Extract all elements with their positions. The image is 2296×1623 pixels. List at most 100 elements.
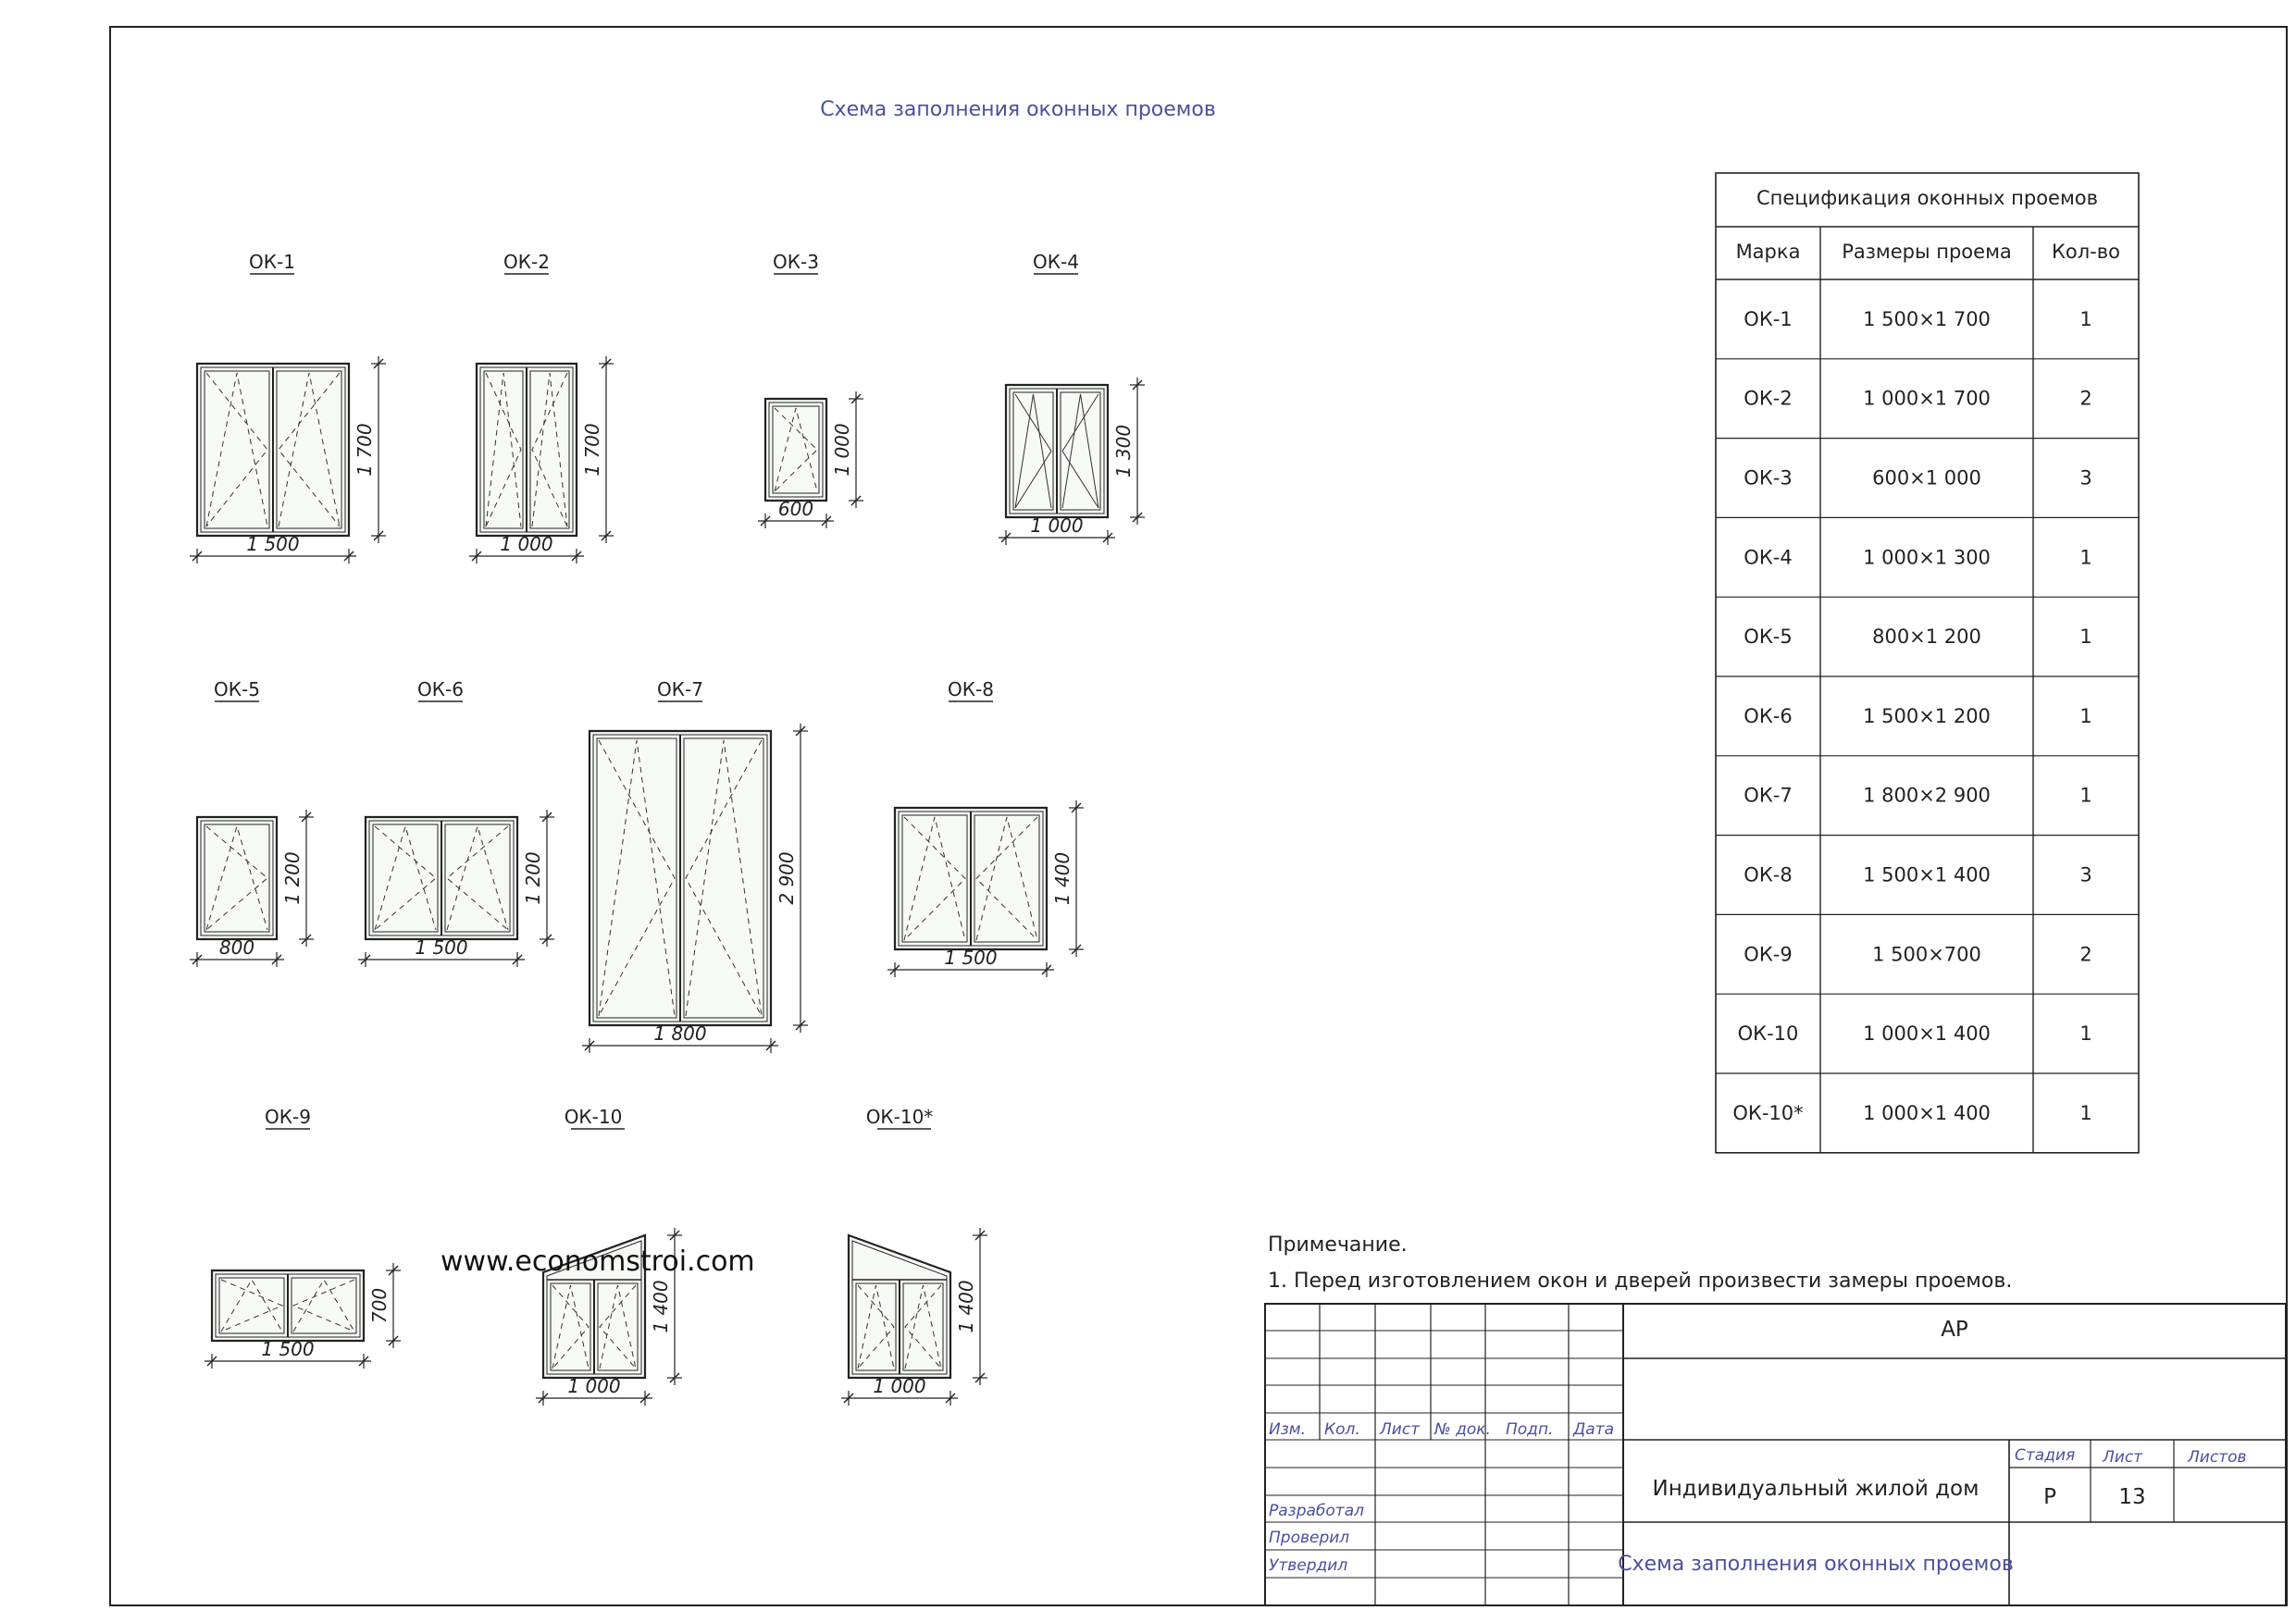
window-mark-label: ОК-5: [214, 678, 260, 700]
title-block-column-label: Кол.: [1324, 1420, 1360, 1439]
spec-cell: 2: [2079, 388, 2091, 410]
sash-turn-line: [1014, 393, 1052, 509]
window-inner-frame: [898, 811, 1044, 947]
window-inner-frame: [200, 366, 346, 533]
sash-glass: [683, 737, 764, 1019]
window-mark-label: ОК-6: [417, 678, 464, 700]
spec-cell: ОК-2: [1744, 388, 1792, 410]
sash-tilt-line: [278, 372, 341, 527]
width-dimension-label: 1 000: [873, 1375, 925, 1397]
spec-cell: 1 000×1 700: [1863, 388, 1991, 410]
sash-turn-line: [857, 1284, 895, 1369]
dimension-tick: [765, 1040, 776, 1051]
window-mark-label: ОК-10: [565, 1106, 623, 1128]
window-inner-frame: [215, 1273, 361, 1338]
dimension-tick: [360, 954, 371, 965]
dimension-tick: [821, 515, 832, 527]
width-dimension-label: 1 000: [567, 1375, 620, 1397]
watermark-text: www.economstroi.com: [441, 1245, 755, 1278]
height-dimension-label: 1 000: [831, 423, 853, 476]
spec-cell: 800×1 200: [1872, 626, 1981, 648]
sash-turn-line: [220, 1279, 284, 1332]
notes-heading: Примечание.: [1268, 1233, 1408, 1257]
sash-glass: [596, 737, 677, 1019]
window-inner-frame: [768, 402, 824, 498]
dimension-tick: [206, 1356, 217, 1367]
sash-turn-line: [552, 1284, 590, 1369]
spec-cell: 1: [2079, 308, 2091, 330]
spec-cell: 1 500×1 700: [1863, 308, 1991, 330]
height-dimension-label: 1 200: [522, 851, 544, 904]
window-10: ОК-10 1 000 1 400: [536, 1106, 682, 1406]
sash-glass: [483, 370, 524, 529]
sash-tilt-line: [857, 1284, 895, 1369]
height-dimension-label: 1 700: [581, 423, 603, 476]
dimension-tick: [795, 1020, 806, 1031]
window-inner-frame: [368, 820, 515, 936]
sash-turn-line: [374, 825, 437, 931]
window-mark-label: ОК-1: [249, 251, 295, 273]
title-block-role-label: Разработал: [1269, 1502, 1364, 1520]
dimension-tick: [192, 954, 203, 965]
sash-tilt-line: [1014, 393, 1052, 509]
spec-cell: ОК-1: [1744, 308, 1792, 330]
title-block-column-label: Дата: [1572, 1420, 1614, 1439]
spec-table-title: Спецификация оконных проемов: [1756, 187, 2098, 209]
sash-tilt-line: [903, 816, 966, 941]
spec-cell: 1: [2079, 1102, 2091, 1124]
spec-cell: 1: [2079, 626, 2091, 648]
height-dimension-label: 1 200: [281, 851, 304, 904]
width-dimension-label: 600: [778, 498, 813, 520]
sheets-label: Листов: [2187, 1448, 2247, 1467]
dimension-tick: [601, 358, 612, 369]
sash-tilt-line: [904, 1284, 942, 1369]
sash-glass: [902, 1282, 944, 1371]
spec-cell: 3: [2079, 864, 2091, 886]
sash-turn-line: [1061, 393, 1099, 509]
spec-cell: ОК-8: [1744, 864, 1792, 886]
sash-glass: [901, 814, 968, 943]
dimension-tick: [1000, 532, 1011, 543]
height-dimension-label: 1 400: [650, 1280, 672, 1332]
height-dimension-label: 700: [368, 1288, 391, 1323]
sash-turn-line: [205, 372, 268, 527]
sash-glass: [291, 1277, 357, 1334]
dimension-tick: [974, 1230, 986, 1241]
spec-cell: ОК-4: [1744, 546, 1792, 568]
stage-value: Р: [2043, 1485, 2056, 1509]
window-inner-frame: [200, 820, 274, 936]
dimension-tick: [1071, 944, 1082, 955]
sash-tilt-line: [599, 1284, 637, 1369]
dimension-tick: [843, 1393, 854, 1404]
window-mark-label: ОК-4: [1033, 251, 1079, 273]
sash-glass: [974, 814, 1040, 943]
window-mark-label: ОК-8: [948, 678, 994, 700]
dimension-tick: [669, 1230, 680, 1241]
spec-cell: 1: [2079, 785, 2091, 807]
dimension-tick: [760, 515, 771, 527]
sash-tilt-line: [205, 824, 268, 931]
dimension-tick: [512, 954, 523, 965]
dimension-tick: [271, 954, 282, 965]
title-block-column-label: № док.: [1433, 1420, 1491, 1439]
dimension-tick: [373, 530, 384, 541]
sash-turn-line: [598, 739, 676, 1017]
window-mark-label: ОК-2: [503, 251, 550, 273]
sash-tilt-line: [774, 407, 818, 492]
sash-tilt-line: [598, 739, 676, 1017]
sash-tilt-line: [531, 372, 568, 527]
window-inner-frame: [546, 1240, 642, 1375]
window-mark-label: ОК-9: [265, 1106, 311, 1128]
sash-glass: [372, 824, 439, 933]
height-dimension-label: 1 400: [1051, 852, 1074, 905]
spec-header-cell: Марка: [1736, 241, 1801, 263]
dimension-tick: [1132, 512, 1143, 523]
title-block-column-label: Подп.: [1506, 1420, 1553, 1439]
dimension-tick: [601, 530, 612, 541]
